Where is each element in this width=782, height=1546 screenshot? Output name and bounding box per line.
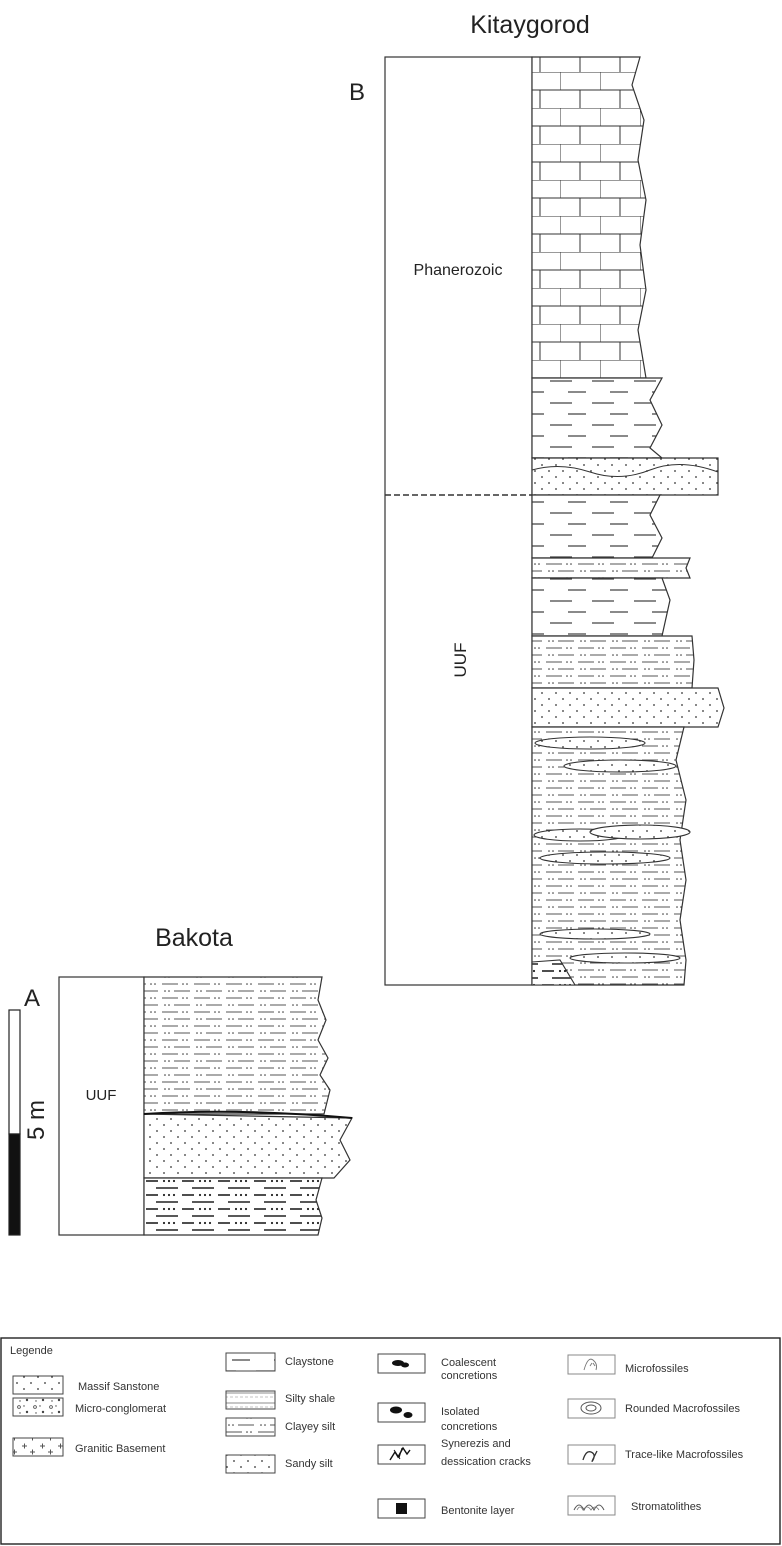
claystone-bed	[531, 577, 671, 637]
bakota-unit-column	[58, 976, 145, 1236]
legend-label: Clayey silt	[285, 1421, 335, 1433]
legend-label: Massif Sanstone	[78, 1381, 159, 1393]
isolated-concretions-icon	[377, 1402, 426, 1423]
scale-bar-white	[8, 1009, 21, 1135]
clayey-silt-swatch	[225, 1417, 276, 1437]
silty-shale-swatch	[225, 1390, 276, 1410]
kitaygorod-letter: B	[349, 79, 365, 106]
legend: Legende Massif Sanstone Micro-conglomera…	[0, 1337, 781, 1545]
sandy-silt-bed	[143, 1113, 354, 1179]
stromatolites-icon	[567, 1495, 616, 1516]
legend-label: dessication cracks	[441, 1456, 531, 1468]
clayey-silt-bed	[531, 635, 695, 689]
legend-label: Granitic Basement	[75, 1443, 165, 1455]
scale-bar-label: 5 m	[23, 1100, 50, 1140]
scale-bar-black	[8, 1133, 21, 1236]
cracks-icon	[377, 1444, 426, 1465]
sandy-silt-swatch	[225, 1454, 276, 1474]
trace-macrofossils-icon	[567, 1444, 616, 1465]
legend-label: Micro-conglomerat	[75, 1403, 166, 1415]
sand-lens	[563, 759, 677, 773]
scale-bar: 5 m	[8, 1009, 50, 1236]
legend-label: concretions	[441, 1370, 498, 1382]
bakota-letter: A	[24, 985, 40, 1012]
unit-label-phanerozoic: Phanerozoic	[414, 262, 503, 279]
unit-label-uuf: UUF	[451, 643, 470, 678]
legend-label: Trace-like Macrofossiles	[625, 1449, 744, 1461]
unit-label-uuf: UUF	[86, 1087, 117, 1104]
legend-label: Silty shale	[285, 1393, 335, 1405]
massif-sandstone-swatch	[12, 1375, 64, 1395]
bed-contact	[143, 1110, 353, 1119]
legend-label: Synerezis and	[441, 1438, 511, 1450]
kitaygorod-lithology-log	[531, 56, 725, 986]
legend-label: Coalescent	[441, 1357, 496, 1369]
sand-lens	[534, 736, 646, 750]
sandstone-bed	[531, 687, 725, 728]
micro-conglomerate-swatch	[12, 1397, 64, 1417]
bakota-title: Bakota	[155, 924, 233, 952]
bakota-lithology-log	[143, 976, 354, 1236]
wavy-contact	[531, 463, 719, 477]
rounded-macrofossils-icon	[567, 1398, 616, 1419]
clayey-silt-bed	[531, 557, 691, 579]
limestone-bed	[531, 56, 647, 379]
legend-label: Microfossiles	[625, 1363, 689, 1375]
legend-label: Rounded Macrofossiles	[625, 1403, 740, 1415]
kitaygorod-unit-column	[384, 56, 533, 986]
legend-label: Stromatolithes	[631, 1501, 702, 1513]
granitic-basement-swatch	[12, 1437, 64, 1457]
sand-lens	[569, 952, 681, 964]
legend-title: Legende	[10, 1345, 53, 1357]
clayey-silt-bed	[143, 976, 331, 1115]
legend-label: Bentonite layer	[441, 1505, 515, 1517]
claystone-swatch	[225, 1352, 276, 1372]
kitaygorod-title: Kitaygorod	[470, 11, 590, 39]
clayey-silt-bed	[531, 959, 576, 986]
coalescent-concretions-icon	[392, 1360, 404, 1366]
legend-label: Isolated	[441, 1406, 480, 1418]
sand-lens	[539, 851, 671, 865]
bakota-section: Bakota A UUF 5 m	[8, 924, 354, 1236]
legend-label: Claystone	[285, 1356, 334, 1368]
legend-label: Sandy silt	[285, 1458, 333, 1470]
clayey-silt-bed	[143, 1177, 323, 1236]
claystone-bed	[531, 494, 663, 559]
claystone-bed	[531, 377, 664, 459]
legend-label: concretions	[441, 1421, 498, 1433]
sand-lens	[589, 824, 691, 840]
kitaygorod-section: Kitaygorod B Phanerozoic UUF	[349, 11, 725, 986]
sand-lens	[539, 928, 651, 940]
